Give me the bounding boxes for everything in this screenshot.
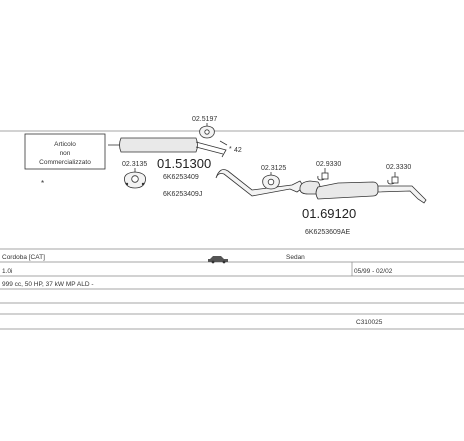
vehicle-years: 05/99 - 02/02: [354, 268, 393, 275]
part-code: 01.51300: [157, 156, 211, 171]
asterisk-mark: *: [41, 179, 44, 188]
vehicle-spec: 999 cc, 50 HP, 37 kW MP ALD -: [2, 281, 94, 288]
part-hanger[interactable]: 02.9330: [316, 161, 341, 181]
vehicle-body: Sedan: [286, 254, 305, 261]
part-clamp-top[interactable]: 02.5197: [192, 116, 217, 139]
part-clamp-left[interactable]: 02.3135: [122, 161, 147, 189]
vehicle-model: Cordoba [CAT]: [2, 254, 45, 261]
part-front-muffler[interactable]: 01.51300 6K6253409 6K6253409J: [108, 137, 227, 198]
part-code: 02.5197: [192, 116, 217, 123]
part-rear-hanger[interactable]: 02.3330: [386, 164, 411, 185]
part-intermediate-pipe: [215, 169, 305, 197]
vehicle-engine: 1.0i: [2, 268, 12, 275]
oe-number: 6K6253609AE: [305, 229, 350, 236]
diagram-code: C310025: [356, 319, 383, 326]
part-code: 42: [234, 147, 242, 154]
part-clamp-mid[interactable]: 02.3125: [261, 165, 286, 190]
oe-number: 6K6253409J: [163, 191, 202, 198]
part-bolt[interactable]: * 42: [219, 140, 242, 154]
part-code: 02.3135: [122, 161, 147, 168]
oe-number: 6K6253409: [163, 174, 199, 181]
part-code: 01.69120: [302, 206, 356, 221]
note-line-1: Articolo: [54, 141, 76, 148]
part-rear-muffler[interactable]: 01.69120 6K6253609AE: [299, 180, 427, 236]
car-icon: [208, 256, 228, 264]
note-line-2: non: [60, 150, 71, 157]
not-sold-note: Articolo non Commercializzato: [24, 133, 106, 170]
part-code: 02.3330: [386, 164, 411, 171]
bolt-star: *: [229, 146, 232, 153]
note-line-3: Commercializzato: [39, 159, 91, 166]
part-code: 02.3125: [261, 165, 286, 172]
part-code: 02.9330: [316, 161, 341, 168]
